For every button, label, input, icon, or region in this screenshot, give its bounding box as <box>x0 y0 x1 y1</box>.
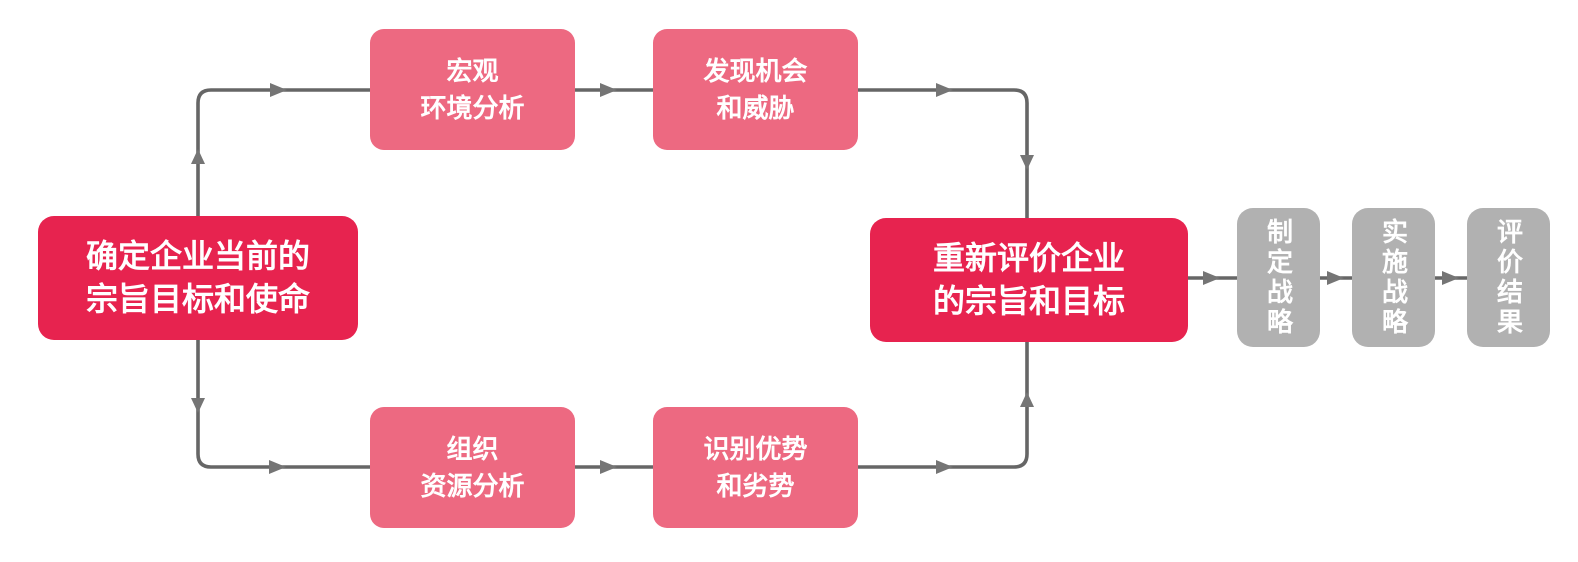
connector-strengths-to-reevaluate <box>858 342 1029 469</box>
node-label-line: 环境分析 <box>420 92 525 123</box>
node-label: 制定战略 <box>1263 217 1294 338</box>
arrowhead-right-icon <box>600 460 617 474</box>
node-strengths-weaknesses: 识别优势 和劣势 <box>653 407 858 528</box>
node-org-resource-analysis: 组织 资源分析 <box>370 407 575 528</box>
node-evaluate-results: 评价结果 <box>1467 208 1550 347</box>
node-label-line: 宗旨目标和使命 <box>85 281 310 317</box>
connector-opportunities-to-reevaluate <box>858 88 1029 218</box>
node-opportunities-threats: 发现机会 和威胁 <box>653 29 858 150</box>
connector-current-to-macro <box>196 88 370 216</box>
arrowhead-up-icon <box>191 149 205 164</box>
node-label: 实施战略 <box>1378 217 1409 338</box>
arrowhead-right-icon <box>270 83 287 97</box>
node-label-line: 确定企业当前的 <box>85 238 310 274</box>
node-label-line: 资源分析 <box>420 470 525 501</box>
node-current-mission: 确定企业当前的 宗旨目标和使命 <box>38 216 358 340</box>
arrowhead-right-icon <box>269 460 286 474</box>
arrowhead-up-icon <box>1020 392 1034 407</box>
node-formulate-strategy: 制定战略 <box>1237 208 1320 347</box>
arrowhead-right-icon <box>936 460 953 474</box>
node-label-line: 发现机会 <box>703 55 808 86</box>
node-label-line: 宏观 <box>446 55 499 86</box>
node-label: 评价结果 <box>1493 217 1524 338</box>
node-label-line: 组织 <box>446 433 499 464</box>
node-label-line: 和劣势 <box>716 470 795 501</box>
arrowhead-right-icon <box>1203 271 1220 285</box>
arrowhead-down-icon <box>1020 155 1034 170</box>
node-implement-strategy: 实施战略 <box>1352 208 1435 347</box>
node-macro-environment-analysis: 宏观 环境分析 <box>370 29 575 150</box>
arrowhead-down-icon <box>191 398 205 413</box>
arrowhead-right-icon <box>936 83 953 97</box>
node-label-line: 和威胁 <box>716 92 795 123</box>
arrowhead-right-icon <box>1327 271 1344 285</box>
connector-current-to-orgres <box>196 340 370 469</box>
arrowhead-right-icon <box>600 83 617 97</box>
node-label-line: 重新评价企业 <box>932 240 1125 276</box>
node-reevaluate-mission: 重新评价企业 的宗旨和目标 <box>870 218 1188 342</box>
node-label-line: 的宗旨和目标 <box>932 283 1125 319</box>
arrowhead-right-icon <box>1442 271 1459 285</box>
node-label-line: 识别优势 <box>703 433 808 464</box>
